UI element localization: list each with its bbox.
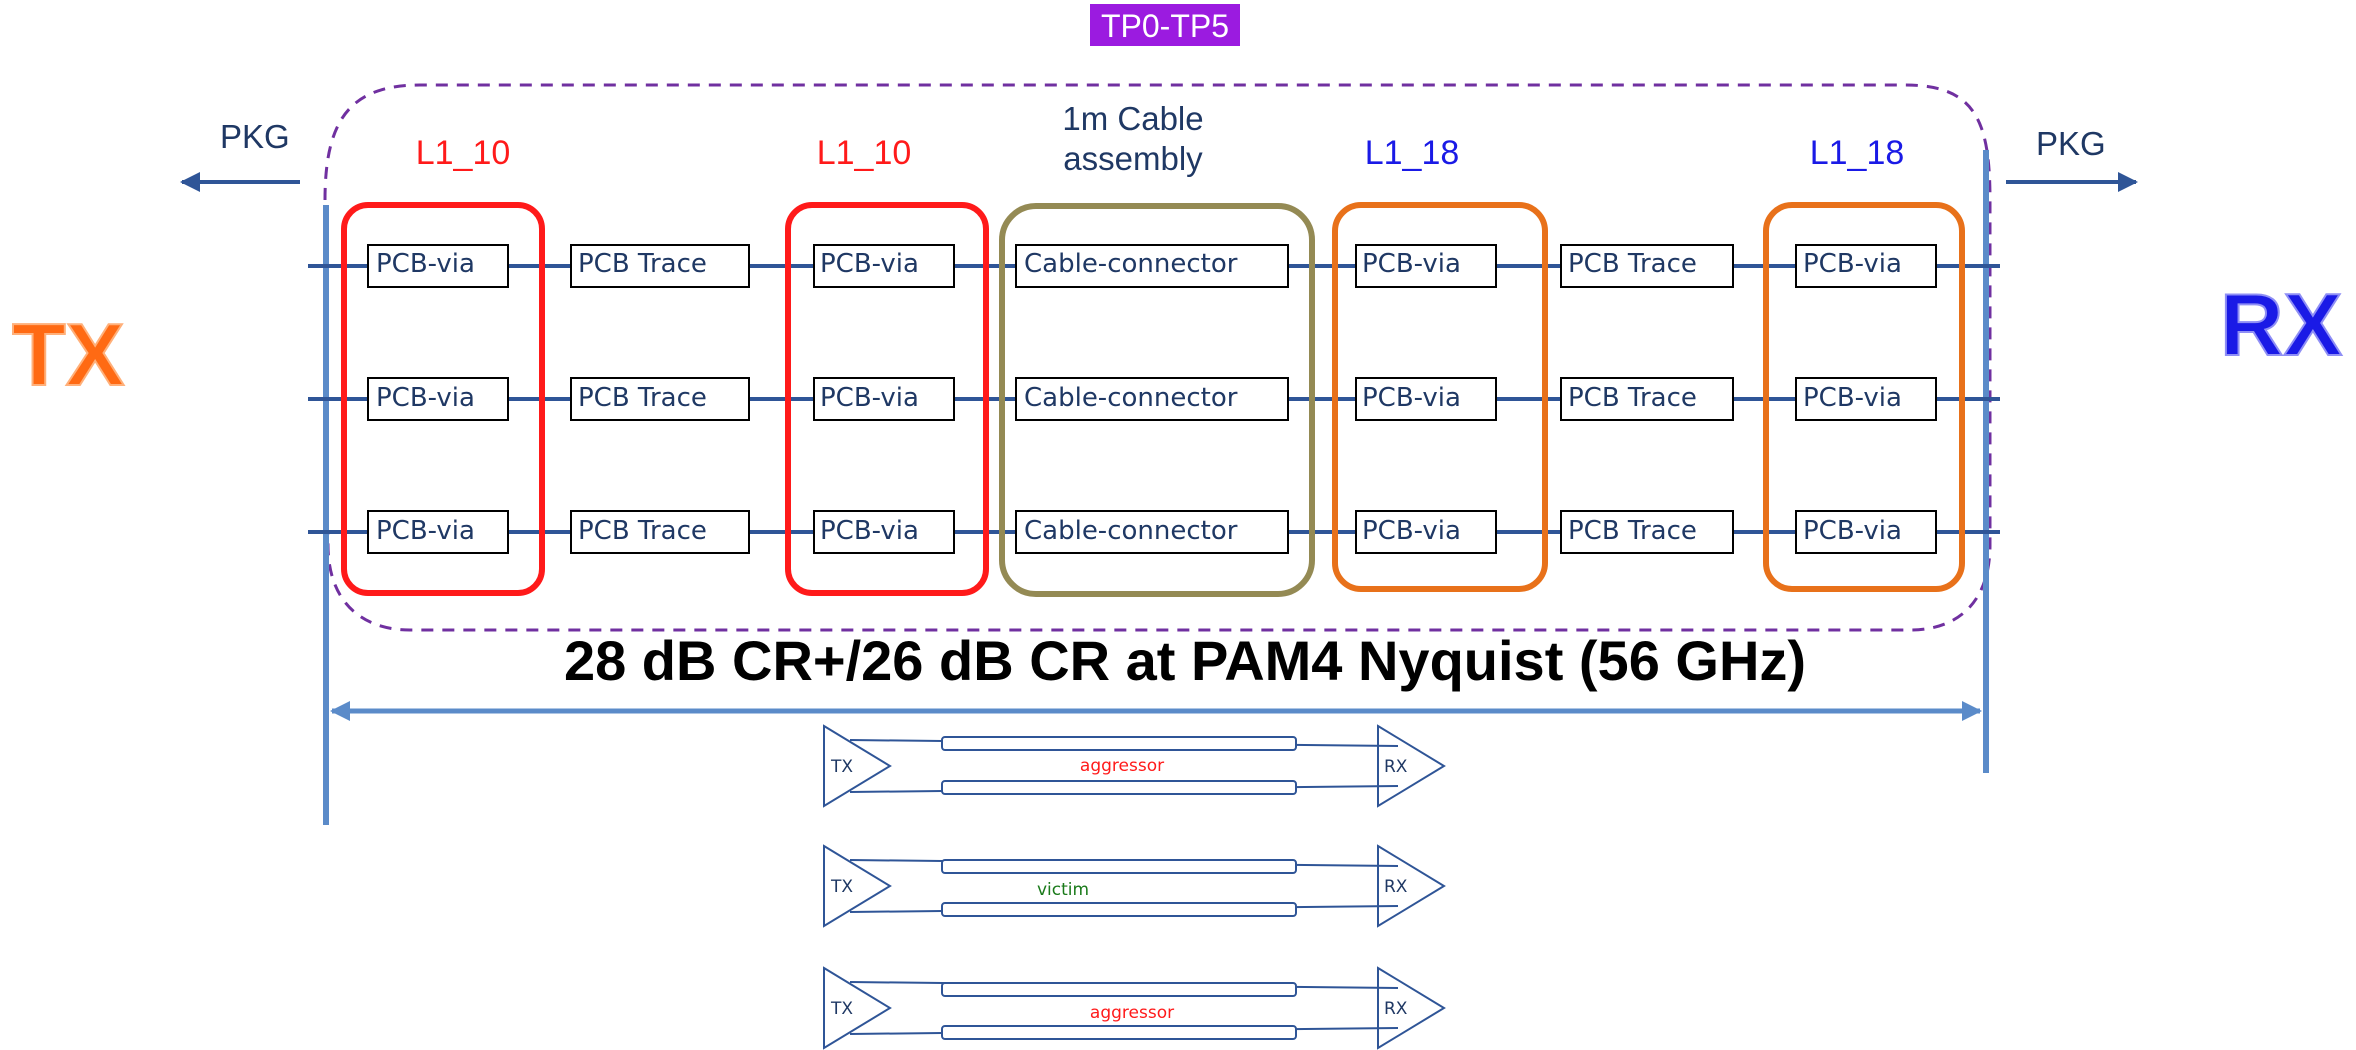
component-box: Cable-connector	[1015, 244, 1289, 288]
aggressor-label: aggressor	[1090, 1003, 1174, 1023]
component-box: PCB-via	[1355, 244, 1497, 288]
component-box: PCB-via	[1795, 510, 1937, 554]
component-box: PCB Trace	[1560, 244, 1734, 288]
component-box: PCB Trace	[570, 244, 750, 288]
component-label: Cable-connector	[1024, 516, 1238, 546]
component-label: PCB Trace	[578, 516, 707, 546]
component-label: PCB Trace	[578, 249, 707, 279]
group-label-l1-18-left: L1_18	[1365, 134, 1460, 172]
component-box: PCB-via	[1355, 510, 1497, 554]
component-box: PCB Trace	[1560, 377, 1734, 421]
pkg-right-label: PKG	[2036, 125, 2106, 162]
component-label: PCB-via	[376, 383, 475, 413]
rx-big-label: RX	[2220, 275, 2342, 374]
component-box: PCB-via	[367, 510, 509, 554]
tp-badge-label: TP0-TP5	[1101, 8, 1229, 44]
row-3: PCB-via PCB Trace PCB-via Cable-connecto…	[367, 510, 1937, 554]
component-label: PCB Trace	[578, 383, 707, 413]
component-label: PCB-via	[1803, 249, 1902, 279]
victim-label: victim	[1037, 880, 1089, 900]
group-box-l1-18-right	[1763, 202, 1965, 592]
component-label: PCB-via	[1362, 249, 1461, 279]
tx-label: TX	[830, 757, 853, 777]
group-label-cable-line2: assembly	[1063, 140, 1203, 177]
component-box: PCB Trace	[570, 377, 750, 421]
row-1: PCB-via PCB Trace PCB-via Cable-connecto…	[367, 244, 1937, 288]
tp-badge: TP0-TP5	[1090, 4, 1240, 46]
component-label: PCB-via	[1362, 383, 1461, 413]
tx-big-label: TX	[12, 305, 124, 404]
component-box: PCB-via	[1795, 377, 1937, 421]
component-label: PCB-via	[1362, 516, 1461, 546]
component-label: PCB Trace	[1568, 383, 1697, 413]
component-box: PCB-via	[367, 377, 509, 421]
component-label: PCB-via	[820, 249, 919, 279]
component-label: PCB-via	[376, 249, 475, 279]
crosstalk-aggressor-bottom: TX RX aggressor	[823, 966, 1446, 1050]
component-box: PCB-via	[813, 377, 955, 421]
component-box: Cable-connector	[1015, 510, 1289, 554]
component-label: PCB-via	[820, 516, 919, 546]
rx-label: RX	[1384, 877, 1408, 897]
tx-triangle	[823, 844, 892, 928]
component-box: PCB-via	[813, 244, 955, 288]
component-label: PCB-via	[376, 516, 475, 546]
tx-label: TX	[830, 999, 853, 1019]
pkg-left-label: PKG	[220, 118, 290, 155]
row-2: PCB-via PCB Trace PCB-via Cable-connecto…	[367, 377, 1937, 421]
loss-caption: 28 dB CR+/26 dB CR at PAM4 Nyquist (56 G…	[564, 629, 1806, 692]
rx-label: RX	[1384, 757, 1408, 777]
component-box: PCB-via	[367, 244, 509, 288]
group-label-cable-line1: 1m Cable	[1062, 100, 1203, 137]
component-box: PCB-via	[1355, 377, 1497, 421]
component-label: PCB-via	[820, 383, 919, 413]
rx-label: RX	[1384, 999, 1408, 1019]
group-box-l1-10-right	[785, 202, 989, 596]
component-box: PCB Trace	[570, 510, 750, 554]
component-label: Cable-connector	[1024, 383, 1238, 413]
tx-triangle	[823, 966, 892, 1050]
group-box-l1-18-left	[1332, 202, 1548, 592]
group-label-l1-10-right: L1_10	[817, 134, 912, 172]
component-label: PCB Trace	[1568, 516, 1697, 546]
aggressor-label: aggressor	[1080, 756, 1164, 776]
group-box-l1-10-left	[341, 202, 545, 596]
crosstalk-victim: TX RX victim	[823, 844, 1446, 928]
component-label: PCB-via	[1803, 516, 1902, 546]
tx-triangle	[823, 724, 892, 808]
component-label: PCB-via	[1803, 383, 1902, 413]
group-label-l1-10-left: L1_10	[416, 134, 511, 172]
component-label: Cable-connector	[1024, 249, 1238, 279]
component-label: PCB Trace	[1568, 249, 1697, 279]
group-label-l1-18-right: L1_18	[1810, 134, 1905, 172]
component-box: PCB-via	[1795, 244, 1937, 288]
tx-label: TX	[830, 877, 853, 897]
component-box: PCB-via	[813, 510, 955, 554]
component-box: PCB Trace	[1560, 510, 1734, 554]
component-box: Cable-connector	[1015, 377, 1289, 421]
dashed-boundary	[323, 83, 1992, 632]
group-box-cable-assembly	[999, 203, 1315, 597]
tp-badge-background	[1090, 4, 1240, 46]
crosstalk-aggressor-top: TX RX aggressor	[823, 724, 1446, 808]
